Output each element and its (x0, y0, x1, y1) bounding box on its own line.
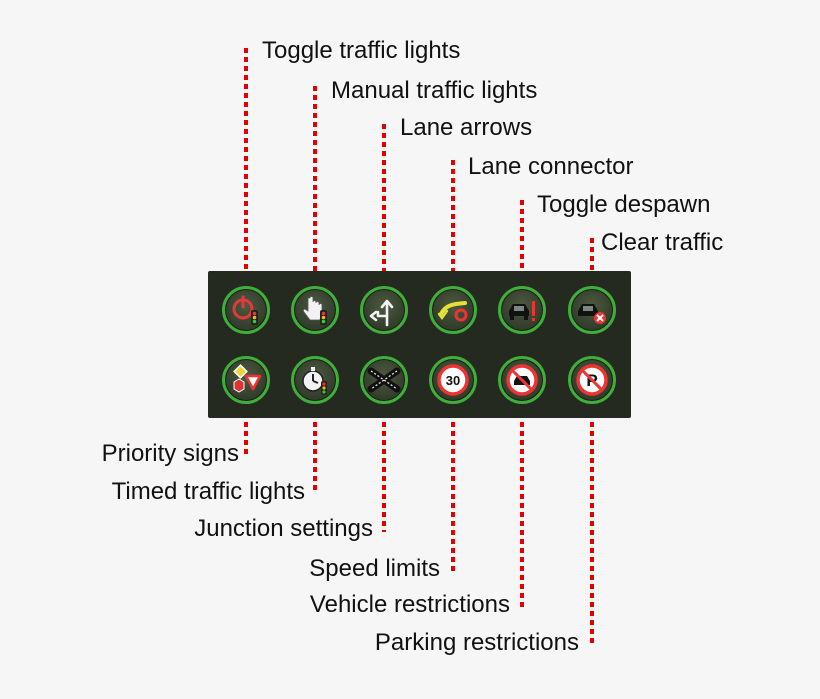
toggle-traffic-lights-button[interactable] (222, 286, 270, 334)
parking-restrictions-button[interactable]: P (568, 356, 616, 404)
label-vehicle-restrictions: Vehicle restrictions (309, 591, 510, 618)
car-clear-icon (578, 304, 606, 324)
clear-traffic-button[interactable] (568, 286, 616, 334)
label-toggle-despawn: Toggle despawn (537, 191, 711, 218)
car-despawn-icon (509, 301, 535, 321)
stopwatch-traffic-light-icon (302, 367, 327, 395)
junction-settings-button[interactable] (360, 356, 408, 404)
lane-connector-button[interactable] (429, 286, 477, 334)
label-clear-traffic: Clear traffic (601, 229, 724, 256)
label-junction-settings: Junction settings (194, 515, 373, 542)
label-lane-connector: Lane connector (468, 153, 634, 180)
speed-limit-value: 30 (446, 373, 460, 388)
priority-signs-button[interactable] (222, 356, 270, 404)
label-parking-restrictions: Parking restrictions (374, 629, 579, 656)
parking-restriction-icon: P (576, 364, 608, 396)
traffic-manager-toolbar (208, 271, 631, 418)
label-toggle-traffic-lights: Toggle traffic lights (262, 37, 461, 64)
vehicle-restrictions-button[interactable] (498, 356, 546, 404)
manual-traffic-lights-button[interactable] (291, 286, 339, 334)
vehicle-restriction-icon (506, 364, 538, 396)
lane-arrows-icon (369, 299, 394, 327)
lane-connector-icon (437, 301, 468, 322)
label-speed-limits: Speed limits (309, 555, 440, 582)
toggle-despawn-button[interactable] (498, 286, 546, 334)
hand-traffic-light-icon (302, 296, 327, 325)
label-timed-traffic-lights: Timed traffic lights (111, 478, 305, 505)
label-manual-traffic-lights: Manual traffic lights (331, 77, 538, 104)
power-traffic-light-icon (232, 295, 258, 325)
lane-arrows-button[interactable] (360, 286, 408, 334)
speed-limit-icon: 30 (437, 364, 469, 396)
label-priority-signs: Priority signs (101, 440, 239, 467)
junction-settings-icon (367, 367, 401, 393)
priority-signs-icon (233, 364, 262, 393)
timed-traffic-lights-button[interactable] (291, 356, 339, 404)
label-lane-arrows: Lane arrows (400, 114, 533, 141)
speed-limits-button[interactable]: 30 (429, 356, 477, 404)
